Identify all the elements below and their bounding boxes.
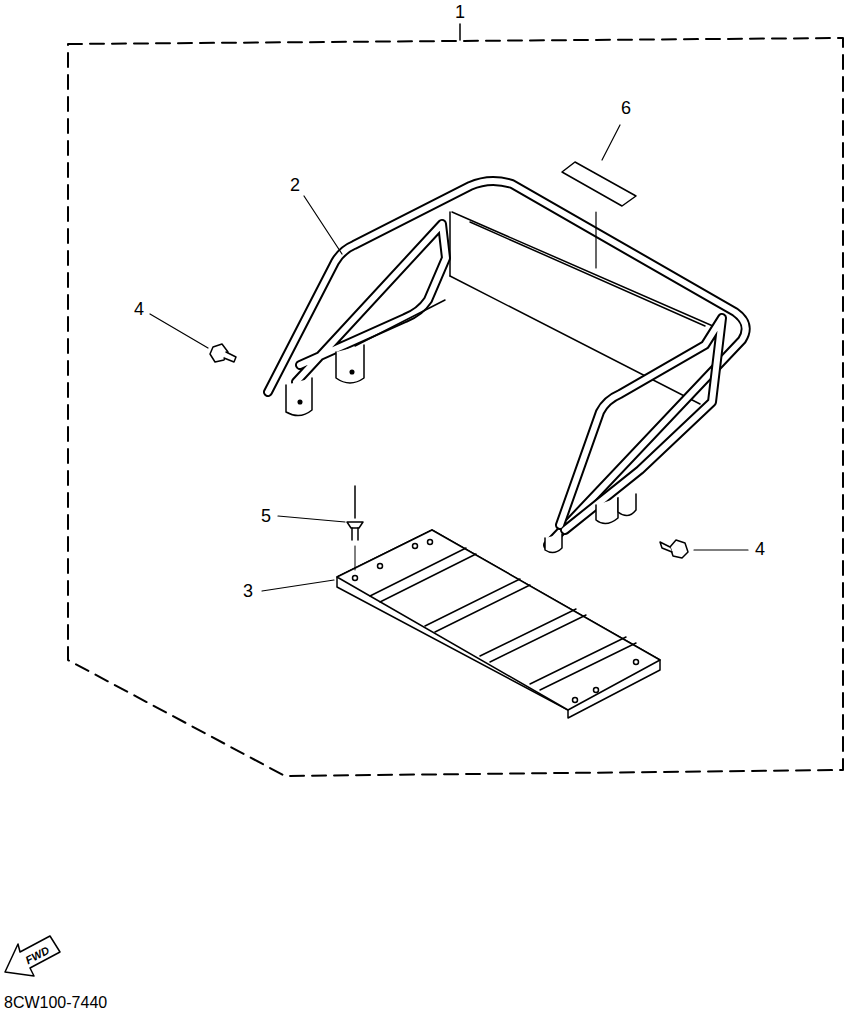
callout-number: 5 <box>261 507 271 525</box>
fwd-arrow <box>5 936 60 976</box>
skid-plate <box>337 530 660 718</box>
callout-number: 6 <box>621 99 631 117</box>
leader-line <box>459 24 461 40</box>
callout-number: 4 <box>134 300 144 318</box>
leader-line <box>602 125 620 160</box>
callout-number: 2 <box>290 176 300 194</box>
kit-outline <box>68 38 843 776</box>
leader-line <box>278 516 345 522</box>
rack-frame <box>268 181 746 545</box>
leader-line <box>262 580 334 591</box>
decal <box>562 162 636 206</box>
rack-tray <box>450 212 722 404</box>
rivet <box>347 486 363 570</box>
drawing-code: 8CW100-7440 <box>4 995 107 1011</box>
leader-line <box>595 212 596 268</box>
leader-line <box>694 549 748 550</box>
callout-number: 4 <box>755 540 765 558</box>
leader-line <box>150 314 208 348</box>
callout-number: 1 <box>455 3 465 21</box>
bolt <box>210 344 688 558</box>
leader-line <box>304 196 342 254</box>
callout-number: 3 <box>243 582 253 600</box>
